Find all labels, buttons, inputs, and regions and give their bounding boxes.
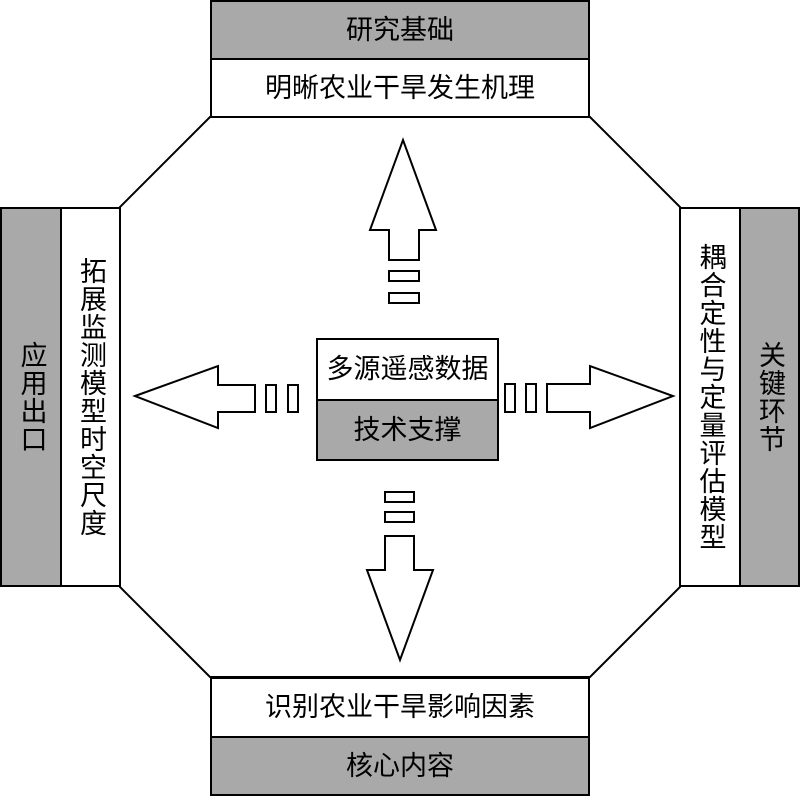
right-header-label: 关键环节 xyxy=(754,341,785,453)
right-body-label: 耦合定性与定量评估模型 xyxy=(694,243,726,551)
top-body: 明晰农业干旱发生机理 xyxy=(210,58,590,118)
right-header: 关键环节 xyxy=(739,207,800,587)
arrow-left xyxy=(132,364,299,430)
left-body-label: 拓展监测模型时空尺度 xyxy=(75,257,106,537)
arrow-up xyxy=(368,137,438,304)
center-title: 多源遥感数据 xyxy=(316,338,499,401)
arrow-down xyxy=(365,491,435,663)
bottom-header: 核心内容 xyxy=(210,736,590,796)
left-header: 应用出口 xyxy=(0,207,62,587)
center-subtitle: 技术支撑 xyxy=(316,399,499,461)
top-header: 研究基础 xyxy=(210,0,590,60)
arrow-right xyxy=(504,364,676,430)
right-body: 耦合定性与定量评估模型 xyxy=(679,207,741,587)
bottom-body: 识别农业干旱影响因素 xyxy=(210,677,590,738)
left-header-label: 应用出口 xyxy=(15,341,47,453)
left-body: 拓展监测模型时空尺度 xyxy=(60,207,121,587)
